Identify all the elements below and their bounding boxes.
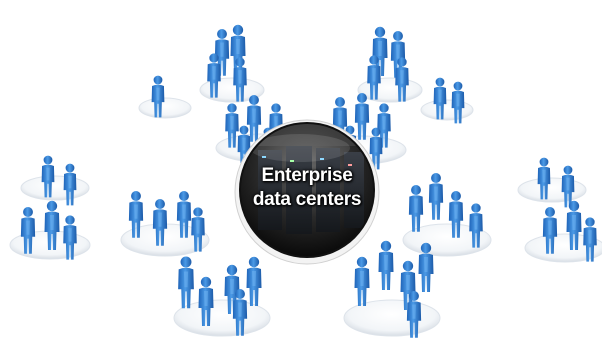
hub-label-line2: data centers <box>252 189 362 210</box>
user-group-platform <box>517 177 587 203</box>
hub-label-line1: Enterprise <box>261 165 353 186</box>
person-icon <box>63 215 77 260</box>
person-icon <box>41 155 55 198</box>
person-icon <box>207 53 221 98</box>
person-icon <box>151 75 165 118</box>
person-icon <box>433 77 447 120</box>
person-icon <box>367 55 381 100</box>
person-icon <box>566 200 582 250</box>
hub-label: Enterprise data centers <box>237 164 377 212</box>
person-icon <box>20 207 36 254</box>
person-icon <box>537 157 551 200</box>
person-icon <box>128 191 144 238</box>
person-icon <box>232 289 248 336</box>
person-icon <box>469 203 483 248</box>
person-icon <box>354 256 370 306</box>
user-group-platform <box>524 233 602 263</box>
person-icon <box>44 200 60 250</box>
user-group-platform <box>20 175 90 201</box>
person-icon <box>198 276 214 326</box>
person-icon <box>408 185 424 232</box>
person-icon <box>246 256 262 306</box>
person-icon <box>152 199 168 246</box>
person-icon <box>448 191 464 238</box>
people-layer <box>20 24 597 338</box>
person-icon <box>395 57 409 102</box>
person-icon <box>233 57 247 102</box>
person-icon <box>225 103 239 148</box>
person-icon <box>561 165 575 208</box>
person-icon <box>178 256 194 309</box>
person-icon <box>230 24 246 74</box>
server-room-icon <box>241 124 373 256</box>
person-icon <box>176 191 192 238</box>
person-icon <box>451 81 465 124</box>
hub <box>234 119 380 265</box>
person-icon <box>583 217 597 262</box>
person-icon <box>378 240 394 290</box>
person-icon <box>63 163 77 206</box>
person-icon <box>191 207 205 252</box>
user-group-platform <box>138 97 192 119</box>
person-icon <box>246 95 262 142</box>
person-icon <box>354 93 370 140</box>
person-icon <box>406 291 422 338</box>
user-group-platform <box>420 99 474 121</box>
person-icon <box>418 242 434 292</box>
person-icon <box>369 127 383 170</box>
person-icon <box>428 173 444 220</box>
person-icon <box>542 207 558 254</box>
